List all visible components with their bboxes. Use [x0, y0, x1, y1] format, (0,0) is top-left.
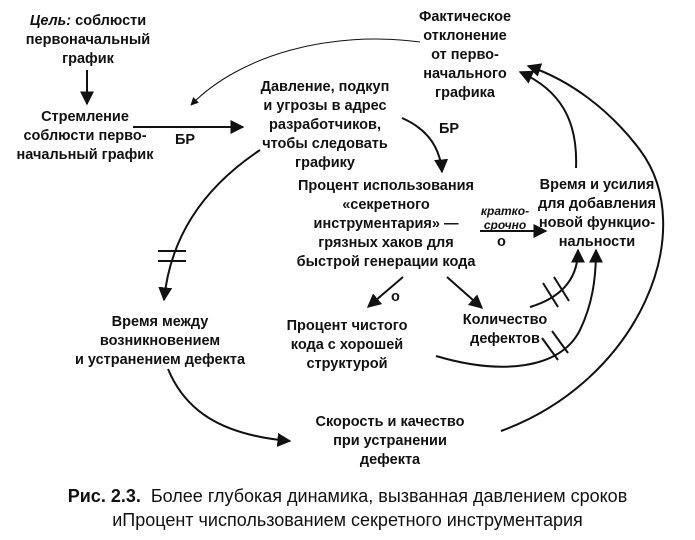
edge-label-br-2: БР	[439, 121, 460, 137]
edge-fix-speed-to-deviation	[500, 63, 665, 432]
goal-prefix: Цель:	[29, 13, 72, 29]
node-secret-tools: Процент использования «секретного инстру…	[296, 178, 476, 270]
delay-mark	[542, 282, 559, 308]
node-pressure: Давление, подкуп и угрозы в адрес разраб…	[260, 79, 390, 171]
edge-label-br-1: БР	[175, 132, 196, 148]
goal-text: соблюсти первоначальный график	[25, 13, 151, 67]
delay-mark	[541, 337, 559, 361]
edge-defects-to-time-effort	[529, 248, 585, 308]
edge-label-o-1: о	[497, 234, 506, 250]
caption-text-1: Более глубокая динамика, вызванная давле…	[150, 486, 628, 506]
edge-secret-tools-to-clean-code	[366, 276, 404, 308]
edge-deviation-to-desire	[190, 38, 421, 106]
edge-time-between-to-fix-speed	[167, 368, 292, 447]
figure-number: Рис. 2.3.	[67, 486, 141, 506]
edge-time-effort-to-deviation	[518, 70, 578, 169]
node-defect-count: Количество дефектов	[462, 312, 548, 347]
edge-label-short-term: кратко- срочно	[480, 204, 530, 232]
figure-caption: Рис. 2.3. Более глубокая динамика, вызва…	[0, 484, 695, 532]
delay-mark	[551, 330, 569, 354]
node-desire: Стремление соблюсти перво- начальный гра…	[16, 109, 154, 163]
node-fix-speed: Скорость и качество при устранении дефек…	[315, 414, 465, 468]
node-deviation: Фактическое отклонение от перво- начальн…	[418, 9, 512, 101]
delay-mark	[553, 276, 570, 302]
caption-line-1: Рис. 2.3. Более глубокая динамика, вызва…	[0, 484, 695, 508]
node-time-effort: Время и усилия для добавления новой функ…	[538, 177, 656, 250]
node-clean-code: Процент чистого кода с хорошей структуро…	[286, 318, 408, 372]
edge-clean-code-to-time-effort	[435, 248, 603, 368]
node-time-between: Время между возникновением и устранением…	[74, 314, 246, 368]
node-goal: Цель: соблюсти первоначальный график	[18, 12, 158, 69]
edge-pressure-to-time-between	[158, 149, 261, 302]
caption-line-2: иПроцент чиспользованием секретного инст…	[112, 510, 583, 530]
edge-secret-tools-to-defects	[446, 276, 484, 309]
edge-pressure-to-secret-tools	[401, 117, 449, 174]
edge-label-o-2: о	[391, 289, 400, 305]
